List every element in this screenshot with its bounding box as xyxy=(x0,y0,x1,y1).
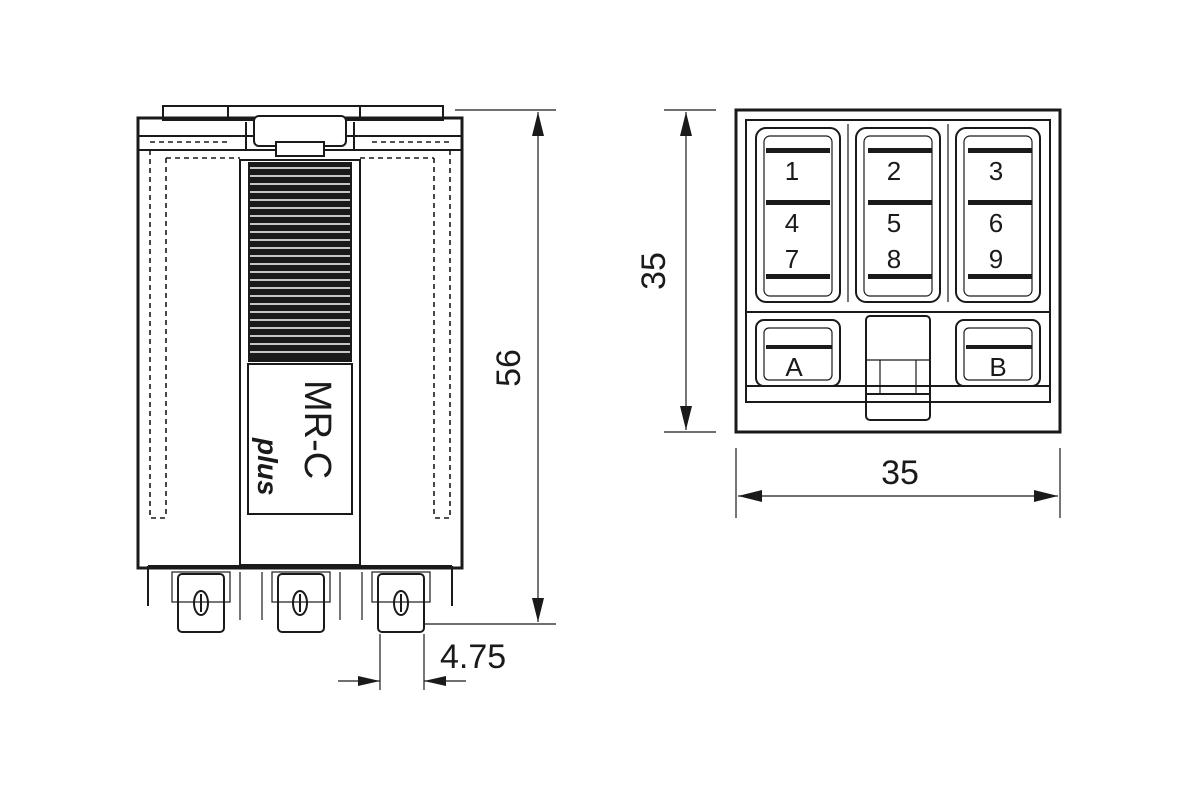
brand-sub-label: plus xyxy=(252,437,283,496)
pin-contact-bar xyxy=(868,148,932,153)
pin-contact-bar xyxy=(968,274,1032,279)
bottom-height-dimension: 35 xyxy=(635,109,716,433)
pin-contact-bar xyxy=(968,200,1032,205)
height-dimension: 56 xyxy=(425,109,556,625)
height-dim-label: 56 xyxy=(490,349,528,387)
bottom-outline xyxy=(734,108,1062,434)
pin-6-label: 6 xyxy=(989,208,1003,238)
terminal-right xyxy=(371,571,431,633)
brand-label: MR-C xyxy=(296,380,338,479)
pin-1-label: 1 xyxy=(785,156,799,186)
pin-contact-bar xyxy=(868,200,932,205)
coil-a-label: A xyxy=(785,352,803,382)
pin-4-label: 4 xyxy=(785,208,799,238)
coil-terminal-a: A xyxy=(755,319,841,387)
side-view: MR-C plus xyxy=(136,105,556,690)
terminal-left xyxy=(171,571,231,633)
pin-pitch-label: 4.75 xyxy=(440,638,506,676)
pin-3-label: 3 xyxy=(989,156,1003,186)
bottom-width-dimension: 35 xyxy=(735,448,1061,518)
pin-column-3 xyxy=(955,127,1041,303)
pin-contact-bar xyxy=(968,148,1032,153)
bottom-height-label: 35 xyxy=(635,252,673,290)
pin-2-label: 2 xyxy=(887,156,901,186)
pin-column-1 xyxy=(755,127,841,303)
pin-contact-bar xyxy=(766,148,830,153)
pin-contact-bar xyxy=(766,200,830,205)
bottom-width-label: 35 xyxy=(881,454,919,492)
pin-8-label: 8 xyxy=(887,244,901,274)
pin-contact-bar xyxy=(766,274,830,279)
pin-column-2 xyxy=(855,127,941,303)
pin-pitch-dimension: 4.75 xyxy=(338,634,506,690)
bottom-view: 1 2 3 4 5 6 7 8 9 A B xyxy=(635,108,1062,518)
pin-9-label: 9 xyxy=(989,244,1003,274)
center-key xyxy=(865,315,931,421)
pin-5-label: 5 xyxy=(887,208,901,238)
pin-contact-bar xyxy=(868,274,932,279)
pin-7-label: 7 xyxy=(785,244,799,274)
coil-b-label: B xyxy=(989,352,1006,382)
label-plate xyxy=(247,363,353,515)
terminal-center xyxy=(271,571,331,633)
coil-terminal-b: B xyxy=(955,319,1041,387)
